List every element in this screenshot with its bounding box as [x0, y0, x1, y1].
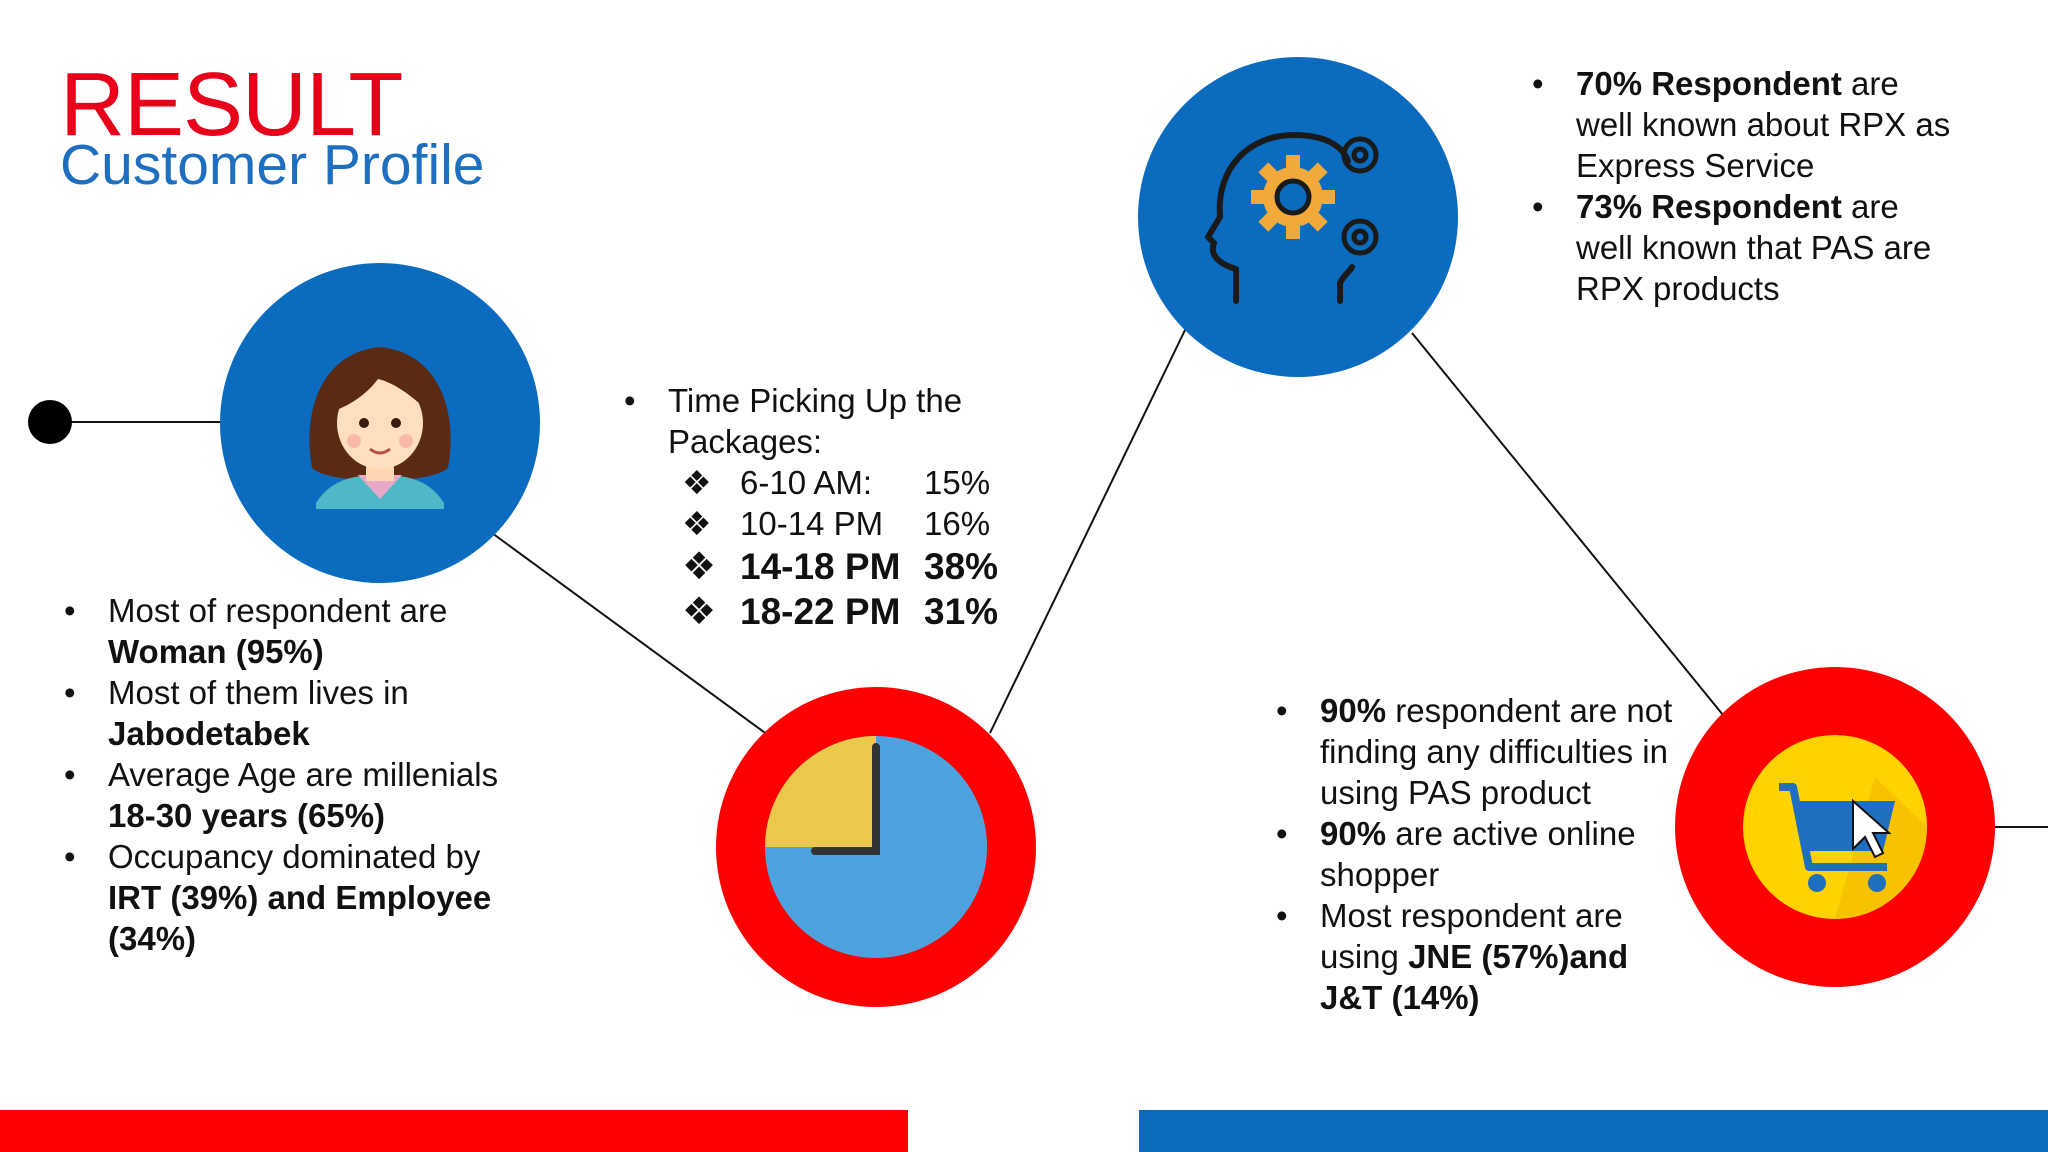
list-item: 70% Respondent are well known about RPX … — [1532, 63, 1952, 186]
list-item: 73% Respondent are well known that PAS a… — [1532, 186, 1952, 309]
list-item: Most respondent are using JNE (57%)and J… — [1276, 895, 1696, 1018]
woman-circle — [220, 263, 540, 583]
footer-red-bar — [0, 1110, 908, 1152]
list-item: 90% respondent are not finding any diffi… — [1276, 690, 1696, 813]
shopping-cart-icon — [1743, 735, 1927, 919]
pickup-time-list: Time Picking Up the Packages: ❖6-10 AM:1… — [624, 380, 1044, 634]
timeline-start-dot — [28, 400, 72, 444]
pickup-heading: Time Picking Up the Packages: ❖6-10 AM:1… — [624, 380, 1044, 634]
customer-profile-subtitle: Customer Profile — [60, 133, 485, 197]
head-gears-icon — [1205, 132, 1379, 304]
brain-circle — [1138, 57, 1458, 377]
clock-pie-icon — [765, 736, 987, 958]
connector-woman-clock — [491, 532, 769, 736]
connector-brain-cart — [1411, 332, 1724, 716]
clock-circle — [716, 687, 1036, 1007]
awareness-bullets: 70% Respondent are well known about RPX … — [1532, 63, 1952, 309]
diamond-bullet-icon: ❖ — [682, 463, 712, 502]
pickup-slot: ❖6-10 AM:15% — [682, 463, 991, 502]
usage-bullets: 90% respondent are not finding any diffi… — [1276, 690, 1696, 1018]
result-title: RESULT — [60, 55, 403, 155]
cart-circle — [1675, 667, 1995, 987]
connector-clock-brain — [989, 327, 1187, 734]
footer-blue-bar — [1139, 1110, 2048, 1152]
list-item: 90% are active online shopper — [1276, 813, 1696, 895]
diamond-bullet-icon: ❖ — [682, 589, 717, 633]
woman-avatar-icon — [309, 347, 451, 509]
diamond-bullet-icon: ❖ — [682, 504, 712, 543]
diamond-bullet-icon: ❖ — [682, 544, 717, 588]
